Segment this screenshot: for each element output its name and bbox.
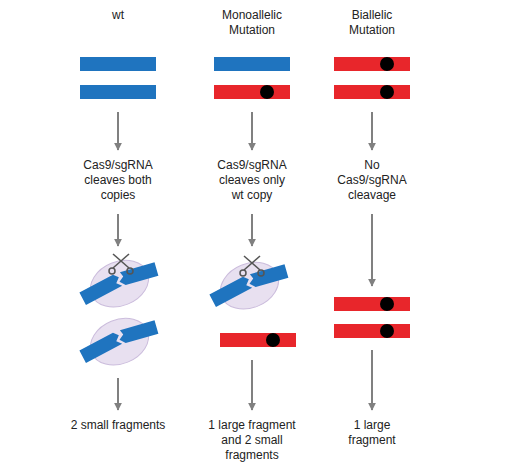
scissors-icon <box>109 254 133 274</box>
intact-copies <box>220 297 410 347</box>
step-text: No Cas9/sgRNA cleavage <box>336 158 408 203</box>
column-heading: Monoallelic Mutation <box>212 8 292 38</box>
column-heading: Biallelic Mutation <box>332 8 412 38</box>
step-text: Cas9/sgRNA cleaves only wt copy <box>216 158 288 203</box>
step-text: Cas9/sgRNA cleaves both copies <box>82 158 154 203</box>
cas9-cleavage <box>74 306 166 377</box>
result-text: 1 large fragment <box>342 418 402 448</box>
column-heading: wt <box>78 8 158 23</box>
dna-copies <box>80 57 410 99</box>
scissors-icon <box>240 256 264 276</box>
cas9-cleavage <box>204 250 296 321</box>
flow-arrows <box>118 112 372 410</box>
result-text: 1 large fragment and 2 small fragments <box>197 418 307 463</box>
cas9-cleavage <box>74 248 166 319</box>
result-text: 2 small fragments <box>58 418 178 433</box>
